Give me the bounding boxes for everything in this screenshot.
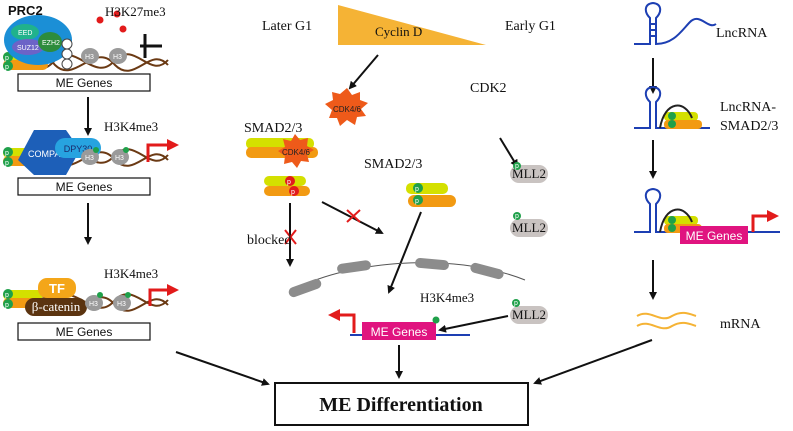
- svg-text:ME Genes: ME Genes: [56, 180, 113, 194]
- methyl-mark: [113, 10, 121, 18]
- eed-subunit: [11, 24, 39, 40]
- svg-text:H3: H3: [85, 54, 94, 61]
- lncrna-gene-panel: ME Genes: [634, 187, 780, 244]
- lncrna-icon: [634, 1, 717, 46]
- smad23-label: SMAD2/3: [244, 121, 302, 136]
- cyclin-d-label: Cyclin D: [375, 24, 422, 39]
- ezh2-subunit: [38, 32, 62, 52]
- early-g1-label: Early G1: [505, 19, 556, 34]
- svg-text:p: p: [515, 213, 519, 220]
- svg-text:p: p: [287, 179, 291, 186]
- ubiquitin-icon: [61, 38, 73, 50]
- prc2-panel: PRC2 p p EED SUZ12 EZH2 H3 H3 H3K27me3 M…: [3, 3, 169, 92]
- histone-h3: [81, 48, 99, 64]
- h3k4me3-label: H3K4me3: [104, 119, 158, 134]
- me-genes-label: ME Genes: [56, 76, 113, 90]
- svg-text:p: p: [5, 55, 9, 62]
- later-g1-label: Later G1: [262, 19, 312, 34]
- compass-label: COMPASS: [28, 149, 72, 159]
- prc2-complex: [4, 15, 72, 65]
- cdk46-star: [325, 88, 368, 126]
- svg-text:H3K4me3: H3K4me3: [104, 266, 158, 281]
- compass-panel: p p COMPASS DPY30 H3 H3 H3K4me3 ME Genes: [3, 119, 179, 196]
- svg-text:p: p: [415, 186, 419, 193]
- svg-text:H3: H3: [115, 155, 124, 162]
- svg-text:MLL2: MLL2: [512, 307, 546, 322]
- histone-h3: [109, 48, 127, 64]
- blocked-label: blocked: [247, 233, 291, 248]
- ubiquitin-icon: [61, 58, 73, 70]
- svg-text:H3: H3: [85, 155, 94, 162]
- dpy30-label: DPY30: [64, 144, 93, 154]
- mrna-label: mRNA: [720, 317, 761, 332]
- prc2-label: PRC2: [8, 3, 43, 18]
- mll2-node: [510, 165, 548, 183]
- svg-text:ME Genes: ME Genes: [686, 229, 743, 243]
- lncrna-label: LncRNA: [716, 26, 768, 41]
- lncrna-smad-label-2: SMAD2/3: [720, 119, 778, 134]
- cdk2-label: CDK2: [470, 81, 507, 96]
- activation-arrow: [146, 139, 179, 162]
- svg-text:CDK4/6: CDK4/6: [333, 105, 362, 114]
- tf-label: TF: [49, 281, 65, 296]
- svg-text:MLL2: MLL2: [512, 220, 546, 235]
- svg-text:p: p: [5, 64, 9, 71]
- svg-text:p: p: [415, 198, 419, 205]
- tf-factor: [38, 278, 76, 298]
- eed-label: EED: [18, 30, 32, 37]
- smad23-mid-label: SMAD2/3: [364, 157, 422, 172]
- suz12-label: SUZ12: [17, 45, 39, 52]
- svg-text:H3: H3: [89, 301, 98, 308]
- svg-text:ME Genes: ME Genes: [371, 325, 428, 339]
- svg-text:H3: H3: [113, 54, 122, 61]
- repression-icon: [140, 36, 162, 48]
- final-outcome-label: ME Differentiation: [319, 394, 483, 416]
- svg-text:ME Genes: ME Genes: [56, 325, 113, 339]
- me-genes-mid: [362, 322, 436, 340]
- lncrna-smad-panel: LncRNA- SMAD2/3: [634, 85, 778, 134]
- svg-text:p: p: [5, 302, 9, 309]
- suz12-subunit: [12, 39, 44, 55]
- tf-panel: p p TF β-catenin H3 H3 H3K4me3 ME Genes: [3, 266, 179, 341]
- me-genes-box: [17, 73, 151, 92]
- svg-text:p: p: [5, 160, 9, 167]
- svg-text:p: p: [514, 300, 518, 307]
- methyl-mark: [119, 25, 127, 33]
- svg-text:H3: H3: [117, 301, 126, 308]
- svg-text:p: p: [291, 189, 295, 196]
- methyl-mark: [96, 16, 104, 24]
- ezh2-label: EZH2: [42, 40, 60, 47]
- h3k4me3-mid-label: H3K4me3: [420, 290, 474, 305]
- svg-text:CDK4/6: CDK4/6: [282, 148, 311, 157]
- ubiquitin-icon: [61, 48, 73, 60]
- lncrna-panel: LncRNA: [634, 1, 768, 46]
- h3k27me3-label: H3K27me3: [105, 4, 166, 19]
- beta-catenin: [25, 298, 87, 316]
- mrna-panel: mRNA: [636, 311, 761, 332]
- svg-text:p: p: [515, 163, 519, 170]
- mrna-icon: [636, 311, 697, 320]
- cyclin-d-triangle: [338, 5, 486, 45]
- cdk46-star: [278, 134, 314, 168]
- svg-text:p: p: [5, 150, 9, 157]
- final-outcome-box: [274, 382, 529, 426]
- phospho-dot: [3, 61, 13, 71]
- svg-text:MLL2: MLL2: [512, 166, 546, 181]
- beta-catenin-label: β-catenin: [32, 299, 81, 314]
- lncrna-smad-label-1: LncRNA-: [720, 100, 776, 115]
- svg-text:p: p: [5, 292, 9, 299]
